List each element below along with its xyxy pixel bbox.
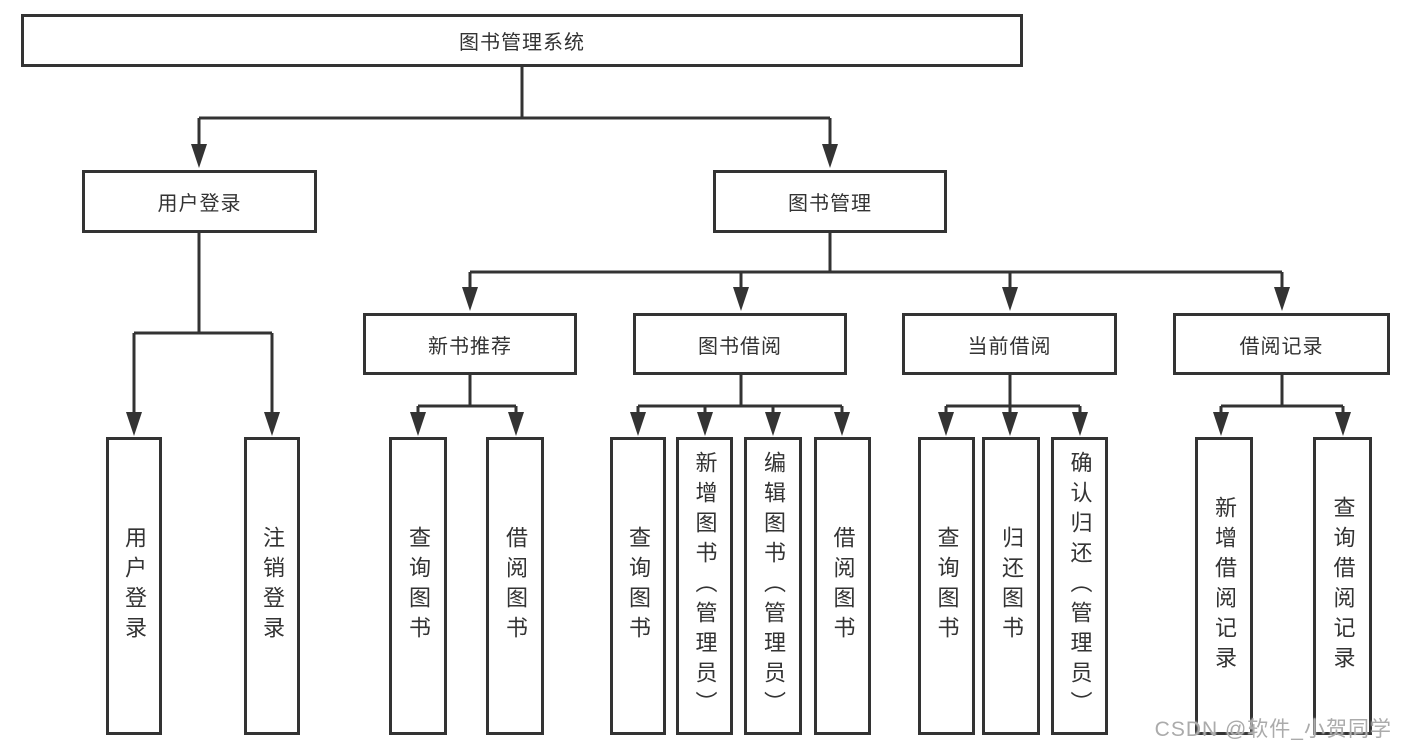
leaf-query-books-recommend: 查询图书 bbox=[389, 437, 447, 735]
leaf-return-books: 归还图书 bbox=[982, 437, 1040, 735]
leaf-query-books-current: 查询图书 bbox=[918, 437, 975, 735]
node-label: 用户登录 bbox=[122, 526, 147, 646]
leaf-borrow-books-recommend: 借阅图书 bbox=[486, 437, 544, 735]
leaf-query-borrow-record: 查询借阅记录 bbox=[1313, 437, 1372, 735]
node-label: 借阅图书 bbox=[503, 526, 528, 646]
node-borrowing-records: 借阅记录 bbox=[1173, 313, 1390, 375]
node-book-borrowing: 图书借阅 bbox=[633, 313, 847, 375]
node-label: 借阅图书 bbox=[830, 526, 856, 646]
leaf-add-borrow-record: 新增借阅记录 bbox=[1195, 437, 1253, 735]
node-label: 图书管理 bbox=[788, 193, 872, 215]
node-label: 借阅记录 bbox=[1239, 335, 1324, 358]
leaf-confirm-return-admin: 确认归还（管理员） bbox=[1051, 437, 1108, 735]
connector-root-to-level2 bbox=[191, 67, 838, 168]
connector-borrow-record-children bbox=[1213, 375, 1351, 436]
node-label: 注销登录 bbox=[260, 526, 285, 646]
leaf-borrow-books: 借阅图书 bbox=[814, 437, 871, 735]
node-label: 图书管理系统 bbox=[459, 32, 585, 54]
node-label: 查询图书 bbox=[934, 526, 960, 646]
node-label: 查询借阅记录 bbox=[1330, 496, 1356, 676]
leaf-query-books-borrow: 查询图书 bbox=[610, 437, 666, 735]
node-label: 图书借阅 bbox=[698, 335, 782, 358]
csdn-watermark: CSDN @软件_小贺同学 bbox=[1154, 718, 1392, 741]
node-library-management-system: 图书管理系统 bbox=[21, 14, 1023, 67]
node-label: 新增图书（管理员） bbox=[692, 451, 718, 721]
node-label: 确认归还（管理员） bbox=[1067, 451, 1093, 721]
node-book-management: 图书管理 bbox=[713, 170, 947, 233]
node-label: 新书推荐 bbox=[428, 335, 512, 358]
leaf-logout: 注销登录 bbox=[244, 437, 300, 735]
node-current-borrowing: 当前借阅 bbox=[902, 313, 1117, 375]
connector-book-borrow-children bbox=[630, 375, 850, 436]
node-label: 查询图书 bbox=[406, 526, 431, 646]
connector-new-book-children bbox=[410, 375, 524, 436]
node-label: 归还图书 bbox=[999, 526, 1024, 646]
node-label: 编辑图书（管理员） bbox=[761, 451, 786, 721]
connector-current-borrow-children bbox=[938, 375, 1088, 436]
leaf-add-books-admin: 新增图书（管理员） bbox=[676, 437, 733, 735]
connector-user-login-children bbox=[126, 233, 280, 436]
leaf-edit-books-admin: 编辑图书（管理员） bbox=[744, 437, 802, 735]
connector-book-management-children bbox=[462, 233, 1290, 311]
node-label: 新增借阅记录 bbox=[1212, 496, 1237, 676]
node-user-login: 用户登录 bbox=[82, 170, 317, 233]
leaf-user-login: 用户登录 bbox=[106, 437, 162, 735]
node-label: 当前借阅 bbox=[967, 335, 1052, 358]
node-new-book-recommend: 新书推荐 bbox=[363, 313, 577, 375]
node-label: 查询图书 bbox=[626, 526, 651, 646]
node-label: 用户登录 bbox=[157, 193, 242, 215]
